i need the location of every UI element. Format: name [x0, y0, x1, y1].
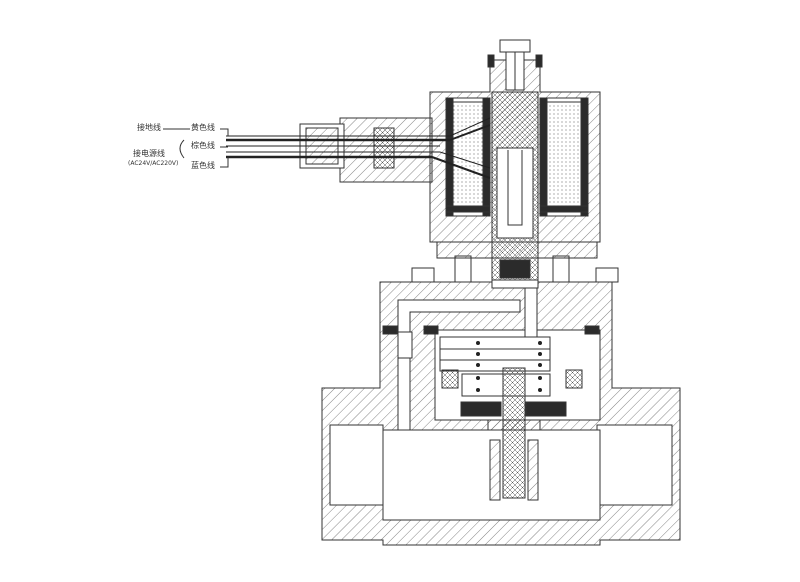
cable-gland	[299, 117, 433, 183]
callout-lines	[163, 128, 229, 168]
label-voltage: (AC24V/AC220V)	[128, 160, 179, 167]
top-nut	[487, 39, 543, 91]
lead-wires	[226, 117, 491, 179]
label-power: 接电源线	[133, 149, 165, 158]
pilot-tube	[397, 331, 413, 359]
piston-assembly	[439, 336, 583, 501]
o-ring-seals	[382, 325, 600, 335]
label-yellow-wire: 黄色线	[191, 123, 215, 132]
label-brown-wire: 棕色线	[191, 141, 215, 150]
plunger	[491, 91, 539, 289]
label-blue-wire: 蓝色线	[191, 161, 215, 170]
label-ground: 接地线	[137, 123, 161, 132]
